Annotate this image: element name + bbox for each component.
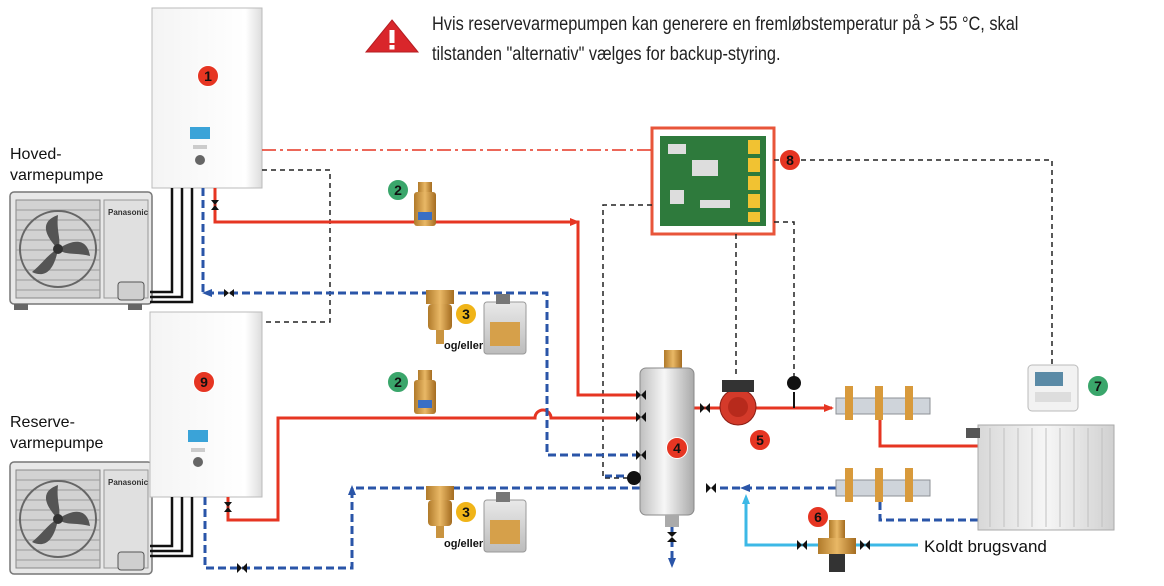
marker-m5-label: 5	[756, 432, 764, 448]
filter-3b	[426, 486, 454, 538]
backup-pump-label-line-2: varmepumpe	[10, 435, 104, 452]
marker-m7-circle	[1087, 375, 1109, 397]
marker-m1-circle	[197, 65, 219, 87]
indoor-unit-backup	[149, 311, 263, 498]
power-cables	[150, 188, 194, 558]
and-or-label-1: og/eller	[444, 340, 484, 352]
brand-label-2: Panasonic	[108, 478, 149, 487]
marker-m4-label: 4	[673, 440, 681, 456]
marker-m9-label: 9	[200, 374, 208, 390]
separator-2a	[414, 182, 436, 226]
cold-water-label: Koldt brugsvand	[924, 537, 1047, 556]
inhibitor-can-2	[483, 492, 527, 553]
marker-m3b-label: 3	[462, 504, 470, 520]
return-pipes	[201, 188, 978, 570]
and-or-label-2: og/eller	[444, 538, 484, 550]
control-lines	[262, 159, 1053, 479]
marker-m3a-circle	[455, 303, 477, 325]
marker-m3b-circle	[455, 501, 477, 523]
main-pump-label-line-2: varmepumpe	[10, 167, 104, 184]
inhibitor-can-1	[483, 294, 527, 355]
warning-icon	[364, 19, 420, 53]
warning-text: Hvis reservevarmepumpen kan generere en …	[432, 10, 1056, 70]
buffer-tank	[627, 350, 695, 527]
valves	[211, 200, 870, 573]
marker-m2b-label: 2	[394, 374, 402, 390]
marker-m4-circle	[666, 437, 688, 459]
brand-label-1: Panasonic	[108, 208, 149, 217]
main-pump-label-line-1: Hoved-	[10, 146, 62, 163]
marker-m6-label: 6	[814, 509, 822, 525]
main-pump-label: Hoved- varmepumpe	[10, 144, 103, 186]
radiator	[966, 424, 1115, 531]
outdoor-unit-main	[9, 191, 153, 310]
marker-m2a-label: 2	[394, 182, 402, 198]
marker-m2b-circle	[387, 371, 409, 393]
manifold-return	[835, 468, 931, 502]
backup-pump-label-line-1: Reserve-	[10, 414, 75, 431]
outdoor-unit-backup	[9, 461, 153, 575]
warning-line-1: Hvis reservevarmepumpen kan generere en …	[432, 14, 1019, 35]
room-controller	[1027, 364, 1079, 412]
marker-m8-circle	[779, 149, 801, 171]
backup-pump-label: Reserve- varmepumpe	[10, 412, 103, 454]
marker-m3a-label: 3	[462, 306, 470, 322]
marker-m1-label: 1	[204, 68, 212, 84]
markers: 1 2 2 3 3 4 5 6 7 8 9	[193, 65, 1109, 528]
manifold-supply	[835, 386, 931, 420]
marker-m8-label: 8	[786, 152, 794, 168]
indoor-unit-main	[151, 7, 263, 189]
marker-m7-label: 7	[1094, 378, 1102, 394]
circulation-pump	[719, 376, 801, 426]
filter-3a	[426, 290, 454, 344]
marker-m6-circle	[807, 506, 829, 528]
warning-line-2: tilstanden "alternativ" vælges for backu…	[432, 44, 781, 65]
marker-m9-circle	[193, 371, 215, 393]
marker-m5-circle	[749, 429, 771, 451]
control-board	[650, 126, 776, 236]
marker-m2a-circle	[387, 179, 409, 201]
mixing-valve	[818, 520, 856, 572]
separator-2b	[414, 370, 436, 414]
